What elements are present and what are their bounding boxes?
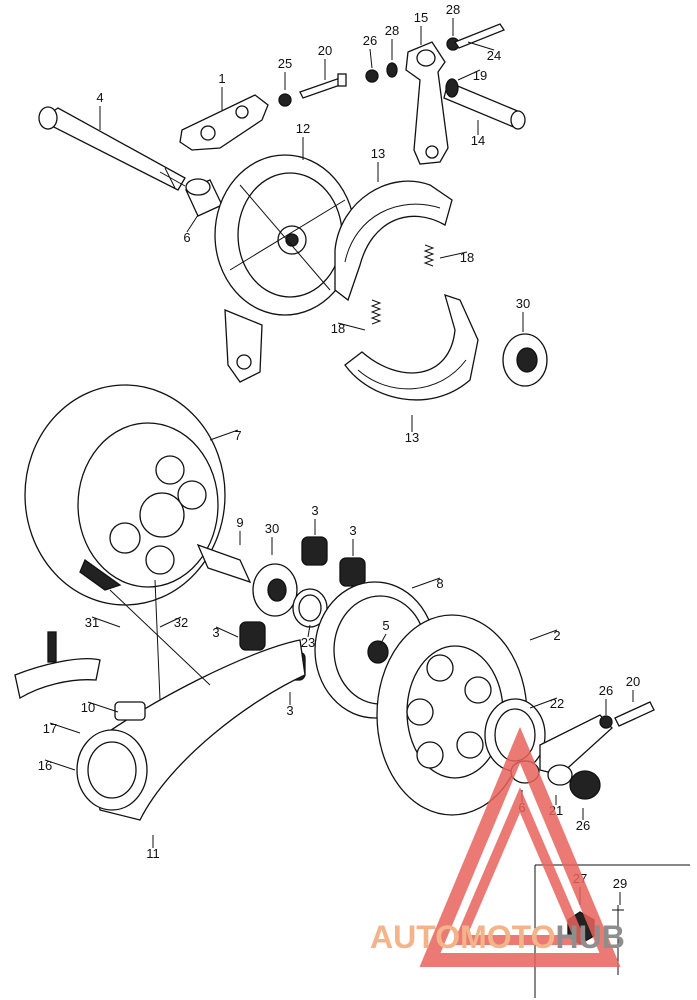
part-label-28: 28 xyxy=(385,23,399,38)
part-label-17: 17 xyxy=(43,721,57,736)
axle-drawing xyxy=(38,106,186,191)
leader-line-part-17 xyxy=(49,722,81,734)
leader-line-part-24 xyxy=(467,41,495,51)
svg-text:AUTOMOTOHUB: AUTOMOTOHUB xyxy=(370,919,625,955)
part-label-3: 3 xyxy=(311,503,318,518)
watermark-text-automoto: AUTOMOTO xyxy=(370,919,555,955)
damper-b-drawing xyxy=(339,557,366,587)
leader-line-part-3 xyxy=(215,626,239,638)
watermark-logo-icon xyxy=(419,726,621,967)
leader-line-part-31 xyxy=(91,616,121,628)
part-label-15: 15 xyxy=(414,10,428,25)
leader-line-part-32 xyxy=(159,616,182,628)
brake-panel-drawing xyxy=(214,154,356,383)
wheel-hub-drawing xyxy=(24,384,226,606)
part-label-12: 12 xyxy=(296,121,310,136)
part-label-32: 32 xyxy=(174,615,188,630)
part-label-20: 20 xyxy=(318,43,332,58)
part-label-25: 25 xyxy=(278,56,292,71)
rods-drawing xyxy=(14,579,211,701)
part-label-16: 16 xyxy=(38,758,52,773)
watermark: AUTOMOTOHUB xyxy=(370,726,625,967)
leader-line-part-5 xyxy=(379,633,387,646)
oring-drawing xyxy=(292,588,328,628)
part-label-30: 30 xyxy=(516,296,530,311)
leader-line-part-18 xyxy=(337,322,366,331)
leader-line-part-2 xyxy=(529,629,558,641)
part-label-29: 29 xyxy=(613,876,627,891)
part-label-4: 4 xyxy=(96,90,103,105)
part-label-11: 11 xyxy=(146,846,160,861)
part-label-28: 28 xyxy=(446,2,460,17)
part-label-18: 18 xyxy=(460,250,474,265)
part-label-3: 3 xyxy=(349,523,356,538)
leader-line-part-22 xyxy=(529,697,558,709)
part-label-6: 6 xyxy=(183,230,190,245)
leader-line-part-18 xyxy=(439,251,468,259)
part-label-19: 19 xyxy=(473,68,487,83)
watermark-text-hub: HUB xyxy=(555,919,624,955)
leader-line-part-10 xyxy=(87,701,119,713)
leader-line-part-7 xyxy=(209,429,239,441)
part-label-3: 3 xyxy=(286,703,293,718)
part-label-26: 26 xyxy=(576,818,590,833)
part-label-31: 31 xyxy=(85,615,99,630)
part-label-14: 14 xyxy=(471,133,485,148)
brake-shoe-upper-drawing xyxy=(334,180,453,302)
leader-line-part-6 xyxy=(186,214,199,233)
bearing-upper-drawing xyxy=(502,333,548,387)
part-label-1: 1 xyxy=(218,71,225,86)
spring-lower-drawing xyxy=(370,299,382,325)
part-label-3: 3 xyxy=(212,625,219,640)
part-label-18: 18 xyxy=(331,321,345,336)
top-hardware-drawing xyxy=(278,23,505,107)
collar-drawing xyxy=(185,178,223,217)
brake-arm-drawing xyxy=(405,41,449,165)
leader-line-part-19 xyxy=(457,69,481,81)
leader-line-part-16 xyxy=(44,759,76,771)
damper-a-drawing xyxy=(301,536,328,566)
sprocket-drawing xyxy=(376,614,528,816)
part-label-24: 24 xyxy=(487,48,501,63)
swing-arm-drawing xyxy=(76,639,306,821)
leader-line-part-23 xyxy=(307,624,311,638)
part-label-26: 26 xyxy=(599,683,613,698)
part-label-23: 23 xyxy=(301,635,315,650)
brake-shoe-lower-drawing xyxy=(344,293,479,401)
part-label-13: 13 xyxy=(371,146,385,161)
part-label-9: 9 xyxy=(236,515,243,530)
part-label-30: 30 xyxy=(265,521,279,536)
brake-cam-drawing xyxy=(443,78,526,130)
part-label-20: 20 xyxy=(626,674,640,689)
part-label-7: 7 xyxy=(234,428,241,443)
leader-lines xyxy=(44,18,634,905)
adjuster-plate-drawing xyxy=(179,94,269,151)
damper-c-drawing xyxy=(239,621,266,651)
leader-line-part-8 xyxy=(411,577,441,589)
part-label-10: 10 xyxy=(81,700,95,715)
part-label-8: 8 xyxy=(436,576,443,591)
bearing-lower-drawing xyxy=(252,563,298,617)
part-label-5: 5 xyxy=(382,618,389,633)
spring-upper-drawing xyxy=(423,244,435,267)
spacer-drawing xyxy=(196,543,252,584)
part-label-2: 2 xyxy=(553,628,560,643)
part-label-26: 26 xyxy=(363,33,377,48)
leader-line-part-26 xyxy=(369,48,373,69)
part-label-22: 22 xyxy=(550,696,564,711)
part-label-13: 13 xyxy=(405,430,419,445)
